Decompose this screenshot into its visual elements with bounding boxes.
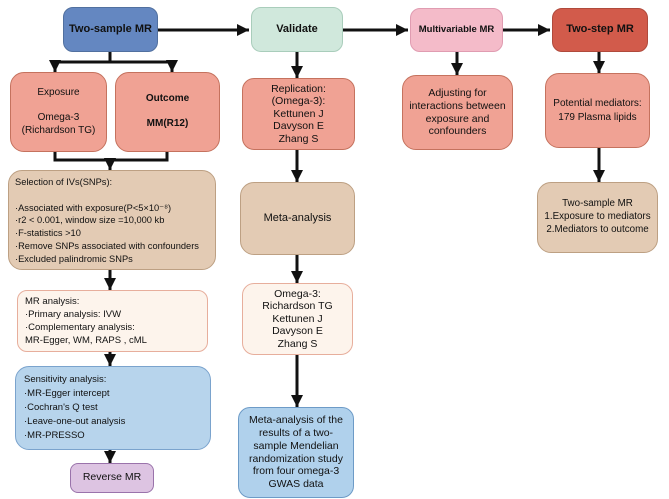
connector-split-exposure-outcome xyxy=(55,52,172,64)
node-multivariable-mr-header: Multivariable MR xyxy=(410,8,503,52)
node-exposure: Exposure Omega-3 (Richardson TG) xyxy=(10,72,107,152)
node-mr-analysis: MR analysis: ·Primary analysis: IVW ·Com… xyxy=(17,290,208,352)
node-replication: Replication: (Omega-3): Kettunen J Davys… xyxy=(242,78,355,150)
node-iv-selection: Selection of IVs(SNPs): ·Associated with… xyxy=(8,170,216,270)
node-two-step-procedure: Two-sample MR 1.Exposure to mediators 2.… xyxy=(537,182,658,253)
connector-merge-to-selection xyxy=(53,152,169,162)
node-sensitivity-analysis: Sensitivity analysis: ·MR-Egger intercep… xyxy=(15,366,211,450)
node-meta-analysis-result: Meta-analysis of the results of a two- s… xyxy=(238,407,354,498)
node-reverse-mr: Reverse MR xyxy=(70,463,154,493)
node-two-step-mr-header: Two-step MR xyxy=(552,8,648,52)
node-omega3-sources: Omega-3: Richardson TG Kettunen J Davyso… xyxy=(242,283,353,355)
node-potential-mediators: Potential mediators: 179 Plasma lipids xyxy=(545,73,650,148)
node-adjusting-confounders: Adjusting for interactions between expos… xyxy=(402,75,513,150)
node-meta-analysis: Meta-analysis xyxy=(240,182,355,255)
node-outcome: Outcome MM(R12) xyxy=(115,72,220,152)
node-two-sample-mr-header: Two-sample MR xyxy=(63,7,158,52)
node-validate-header: Validate xyxy=(251,7,343,52)
